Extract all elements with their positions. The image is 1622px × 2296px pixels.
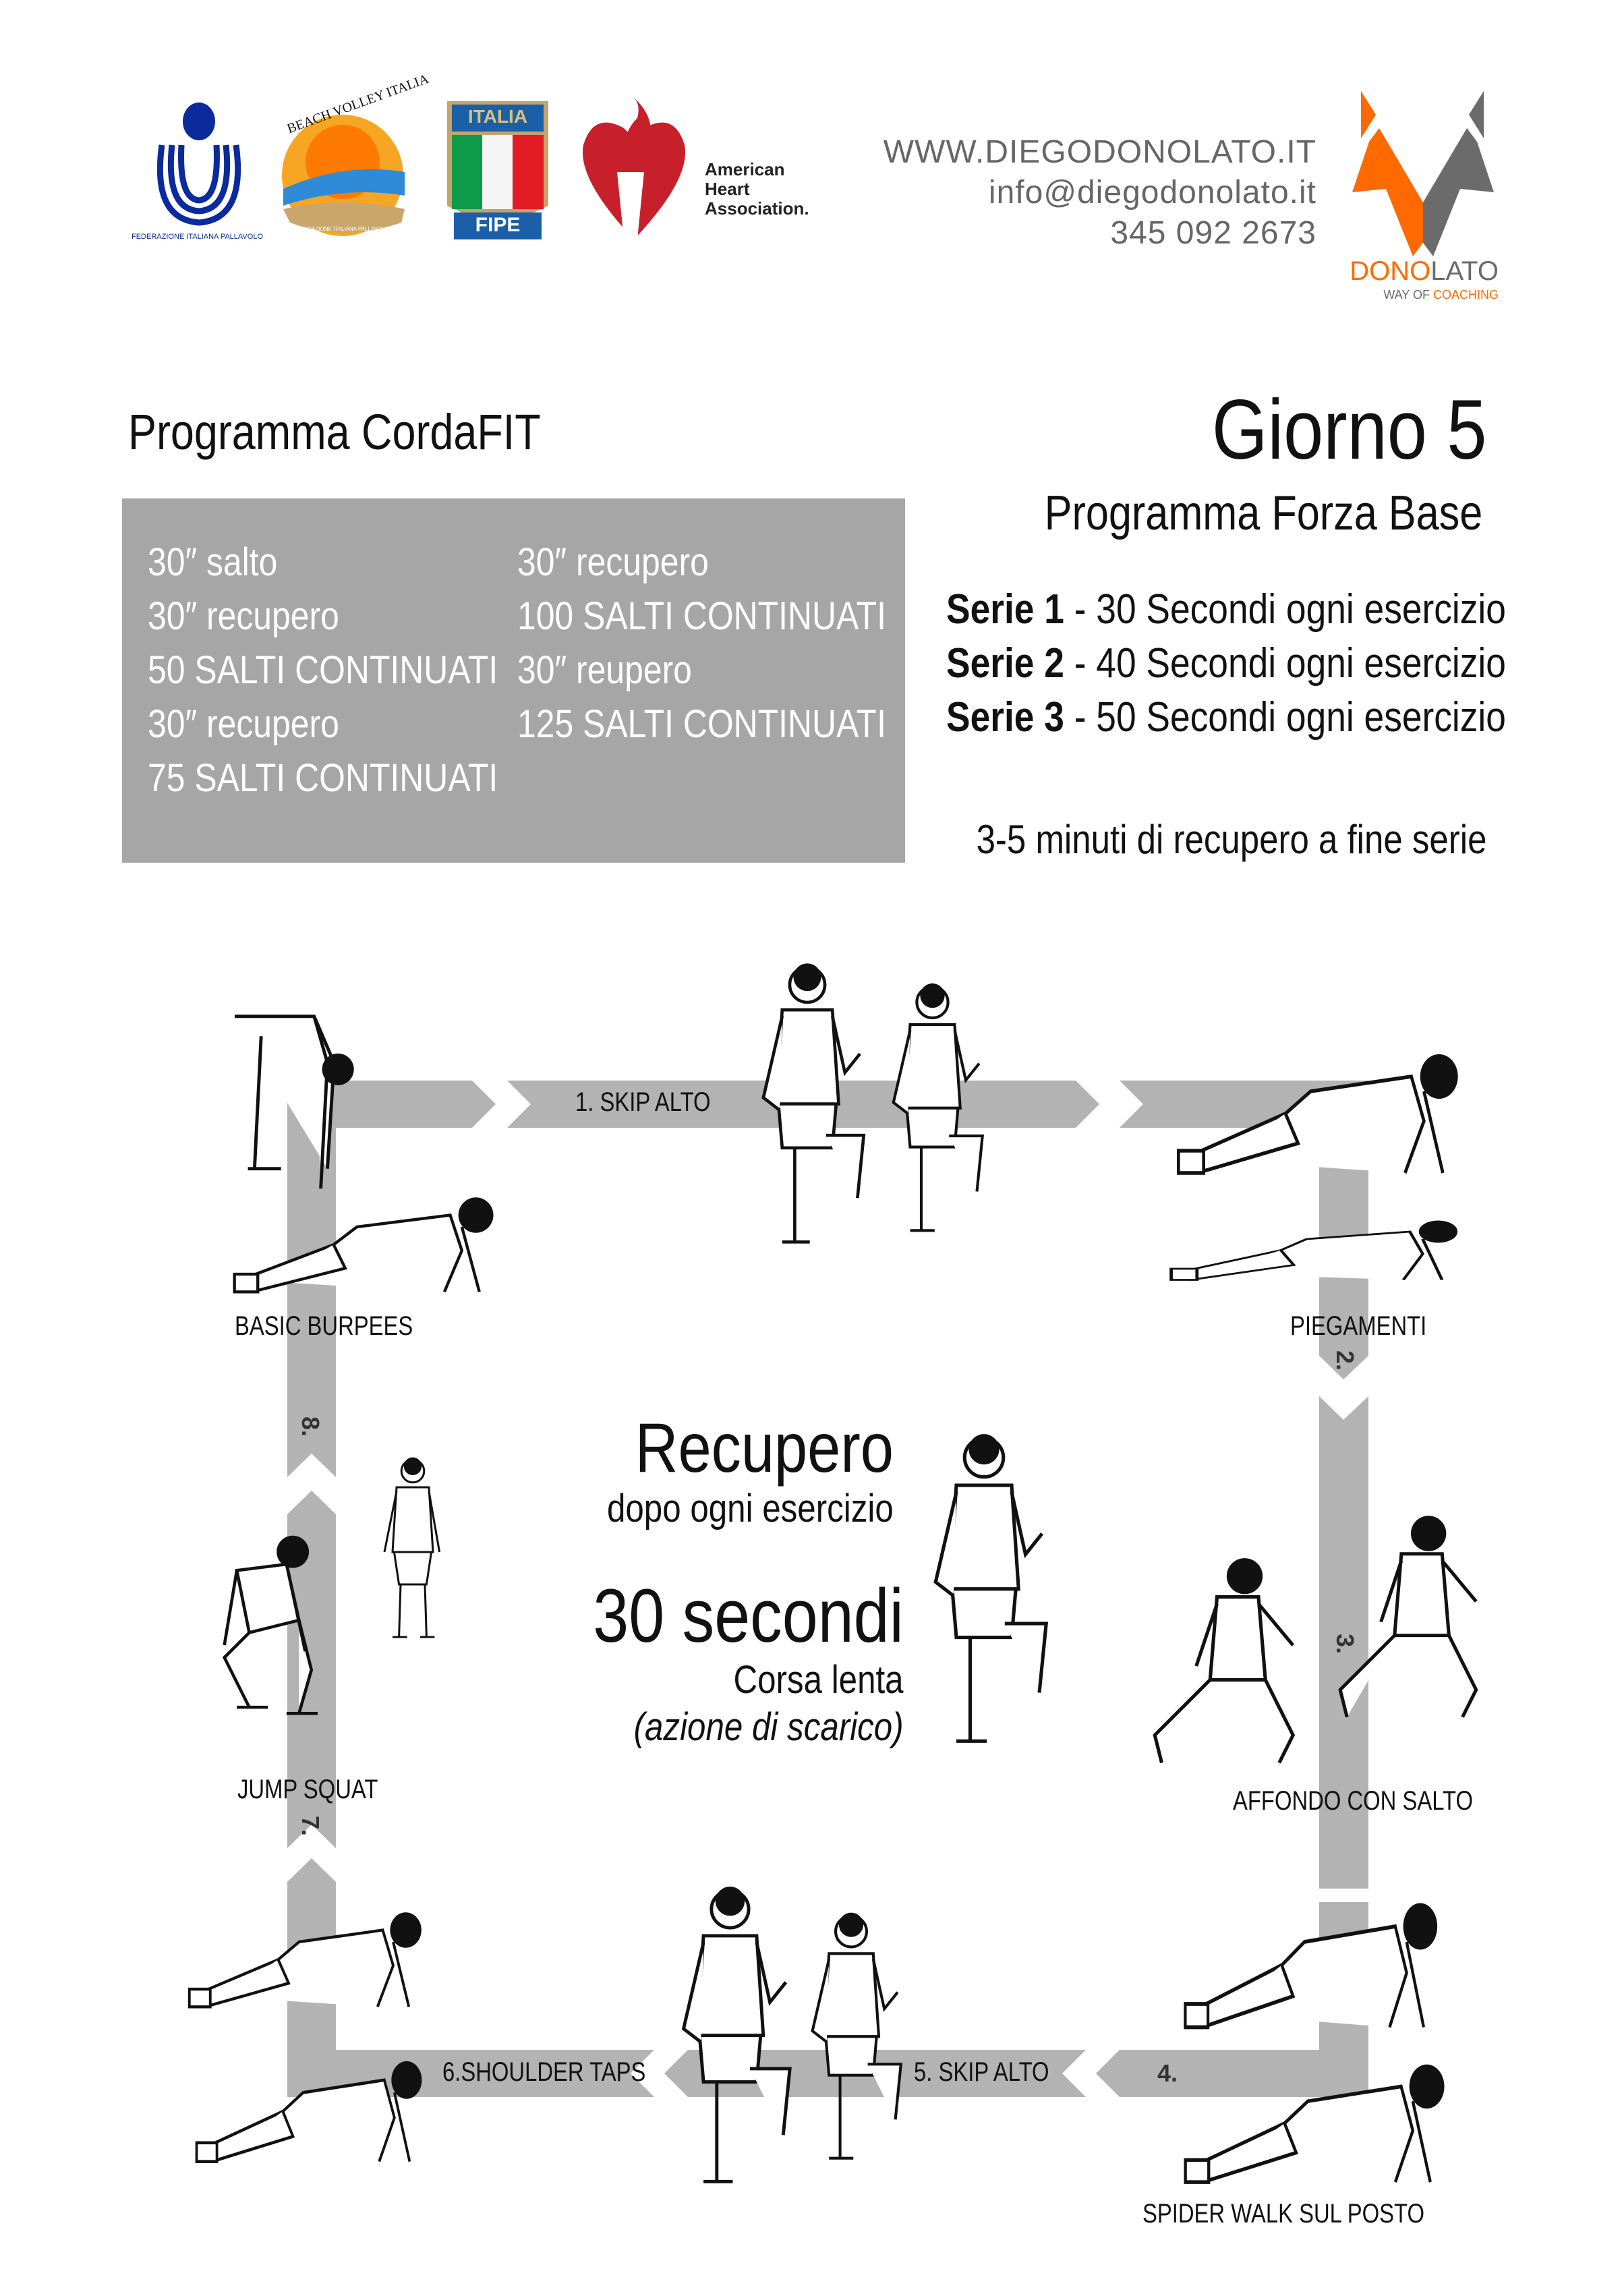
fipe-logo-bottom: FIPE — [475, 214, 521, 236]
burpee-plank-figure — [229, 1180, 509, 1298]
beach-volley-logo: BEACH VOLLEY ITALIA FEDERAZIONE ITALIANA… — [270, 71, 431, 243]
piegamenti-figure — [1172, 1032, 1474, 1180]
exercise-7-label: JUMP SQUAT — [237, 1775, 378, 1804]
rope-item: 30″ recupero — [148, 702, 339, 746]
aha-logo-line2: Heart — [705, 179, 750, 199]
exercise-2-label: PIEGAMENTI — [1290, 1311, 1427, 1341]
skip-alto-figure — [796, 1880, 906, 2204]
donolato-name-orange: DONO — [1350, 256, 1431, 286]
rope-item: 75 SALTI CONTINUATI — [148, 756, 498, 800]
program-subtitle: Programma Forza Base — [1044, 486, 1482, 540]
donolato-tag-gray: WAY OF — [1383, 288, 1433, 302]
contact-phone: 345 092 2673 — [1110, 215, 1316, 251]
skip-alto-figure — [664, 1880, 796, 2204]
exercise-5-label: 5. SKIP ALTO — [914, 2057, 1049, 2087]
recovery-title: Recupero — [635, 1409, 894, 1487]
series-2: Serie 2 - 40 Secondi ogni esercizio — [946, 640, 1506, 687]
jump-squat-stand-figure — [368, 1386, 449, 1718]
donolato-tag-orange: COACHING — [1432, 288, 1499, 302]
skip-alto-figure — [745, 944, 870, 1276]
contact-email[interactable]: info@diegodonolato.it — [988, 175, 1316, 210]
exercise-8-label: BASIC BURPEES — [235, 1311, 413, 1341]
rope-box: 30″ salto 30″ recupero 50 SALTI CONTINUA… — [122, 498, 905, 863]
recovery-activity: Corsa lenta — [733, 1658, 904, 1702]
exercise-4-number: 4. — [1157, 2059, 1178, 2087]
rest-note: 3-5 minuti di recupero a fine serie — [976, 817, 1486, 862]
recovery-duration: 30 secondi — [593, 1574, 904, 1658]
affondo-figure — [1327, 1467, 1503, 1777]
piegamenti-figure — [1165, 1209, 1474, 1284]
shoulder-taps-figure — [184, 1895, 435, 2013]
series-3: Serie 3 - 50 Secondi ogni esercizio — [946, 694, 1506, 741]
rope-item: 50 SALTI CONTINUATI — [148, 648, 498, 692]
series-1: Serie 1 - 30 Secondi ogni esercizio — [946, 586, 1506, 633]
aha-logo: American Heart Association. — [577, 98, 826, 243]
aha-logo-line3: Association. — [705, 198, 809, 219]
rope-item: 30″ recupero — [148, 594, 339, 638]
exercise-2-number: 2. — [1331, 1350, 1359, 1371]
exercise-8-number: 8. — [297, 1416, 324, 1437]
exercise-7-number: 7. — [297, 1816, 324, 1837]
rope-item: 100 SALTI CONTINUATI — [517, 594, 886, 638]
fipav-logo: FEDERAZIONE ITALIANA PALLAVOLO — [132, 98, 266, 243]
fipe-logo-top: ITALIA — [467, 106, 528, 127]
rope-item: 30″ recupero — [517, 540, 709, 584]
exercise-3-label: AFFONDO CON SALTO — [1233, 1786, 1473, 1816]
affondo-figure — [1135, 1555, 1327, 1777]
spider-walk-figure — [1180, 1880, 1452, 2035]
recovery-note: (azione di scarico) — [633, 1705, 904, 1749]
shoulder-taps-figure — [192, 2042, 435, 2168]
rope-item: 30″ reupero — [517, 648, 692, 692]
skip-alto-figure — [877, 951, 988, 1276]
aha-logo-line1: American — [705, 159, 785, 179]
beach-volley-logo-subtext: FEDERAZIONE ITALIANA PALLAVOLO — [293, 226, 389, 232]
rope-item: 30″ salto — [148, 540, 278, 584]
donolato-name-gray: LATO — [1430, 256, 1499, 286]
fipe-logo: ITALIA FIPE — [444, 98, 552, 243]
burpee-stand-figure — [221, 1010, 354, 1195]
donolato-logo: DONOLATO WAY OF COACHING — [1342, 88, 1504, 310]
exercise-1-label: 1. SKIP ALTO — [575, 1087, 711, 1117]
jump-squat-figure — [199, 1533, 324, 1732]
recupero-runner-figure — [914, 1430, 1054, 1762]
day-title: Giorno 5 — [1211, 383, 1486, 477]
exercise-6-label: 6.SHOULDER TAPS — [442, 2057, 646, 2087]
rope-item: 125 SALTI CONTINUATI — [517, 702, 886, 746]
exercise-4-label: SPIDER WALK SUL POSTO — [1142, 2199, 1425, 2229]
spider-walk-figure — [1180, 2042, 1459, 2189]
contact-website[interactable]: WWW.DIEGODONOLATO.IT — [883, 134, 1316, 170]
fipav-logo-text: FEDERAZIONE ITALIANA PALLAVOLO — [132, 233, 264, 241]
recovery-subtitle: dopo ogni esercizio — [607, 1487, 894, 1530]
exercise-3-number: 3. — [1331, 1634, 1359, 1655]
program-title: Programma CordaFIT — [128, 404, 541, 460]
